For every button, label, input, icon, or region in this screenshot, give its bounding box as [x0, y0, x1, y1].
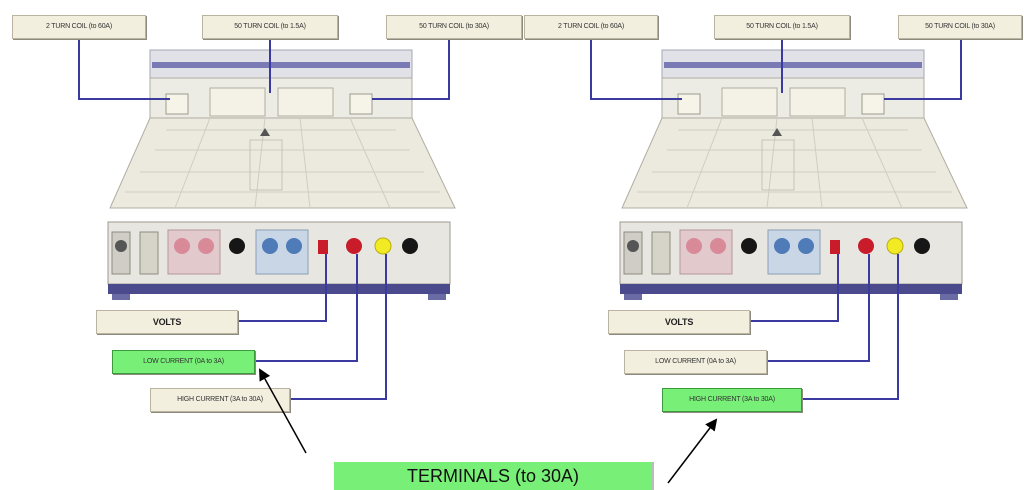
terminals-callout-box: [334, 462, 654, 490]
label-volts: VOLTS: [96, 310, 238, 334]
arrow-to-left-low-current: [259, 368, 307, 454]
label-50-turn-coil-right: 50 TURN COIL (to 30A): [898, 15, 1022, 39]
terminals-callout-label: TERMINALS (to 30A): [406, 466, 580, 486]
label-2-turn-coil: 2 TURN COIL (to 60A): [12, 15, 146, 39]
right-panel: 2 TURN COIL (to 60A) 50 TURN COIL (to 1.…: [512, 0, 1024, 489]
meter-device: [619, 49, 968, 300]
label-high-current: HIGH CURRENT (3A to 30A): [150, 388, 290, 412]
label-low-current: LOW CURRENT (0A to 3A): [112, 350, 255, 374]
label-low-current: LOW CURRENT (0A to 3A): [624, 350, 767, 374]
label-2-turn-coil: 2 TURN COIL (to 60A): [524, 15, 658, 39]
meter-device: [107, 49, 456, 300]
label-50-turn-coil-right: 50 TURN COIL (to 30A): [386, 15, 522, 39]
label-high-current: HIGH CURRENT (3A to 30A): [662, 388, 802, 412]
label-volts: VOLTS: [608, 310, 750, 334]
left-panel: 2 TURN COIL (to 60A) 50 TURN COIL (to 1.…: [0, 0, 522, 489]
label-50-turn-coil-middle: 50 TURN COIL (to 1.5A): [202, 15, 338, 39]
arrow-to-right-high-current: [667, 418, 718, 484]
label-50-turn-coil-middle: 50 TURN COIL (to 1.5A): [714, 15, 850, 39]
